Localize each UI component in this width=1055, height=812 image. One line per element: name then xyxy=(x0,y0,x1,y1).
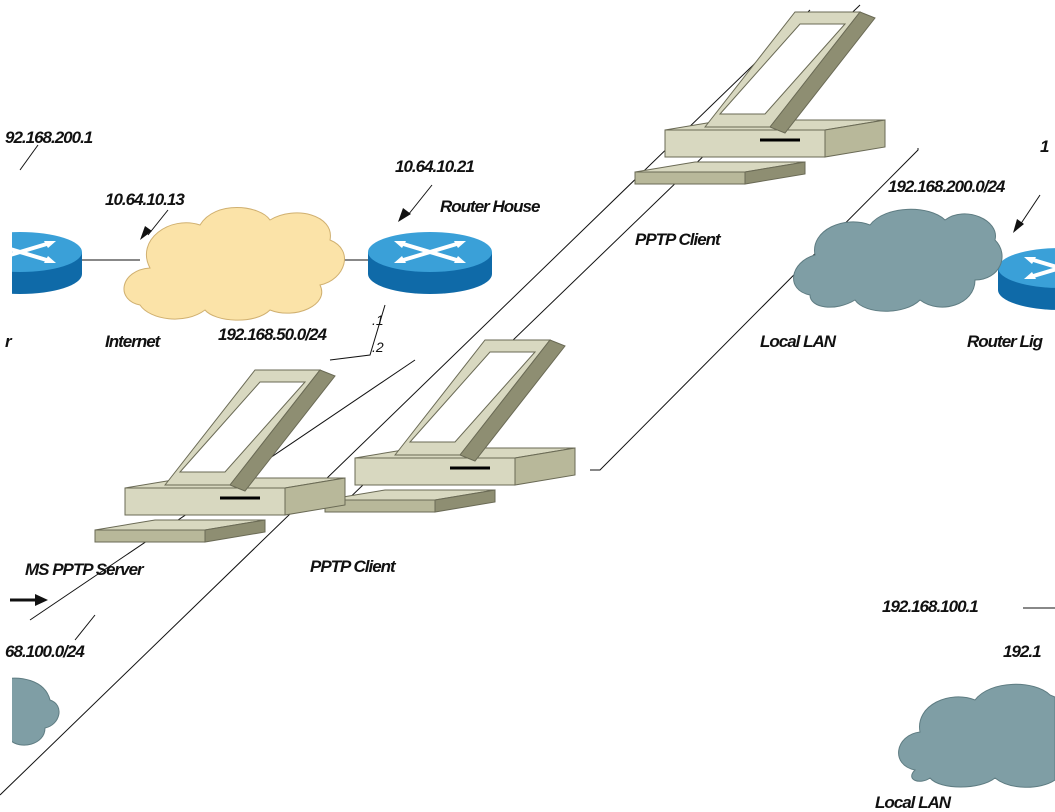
pptp-client-top-label: PPTP Client xyxy=(635,230,722,249)
local-lan-bottom-cloud-icon xyxy=(899,684,1055,787)
ip-left-wan-label: 10.64.10.13 xyxy=(105,190,185,209)
local-lan-right-label: Local LAN xyxy=(760,332,837,351)
subnet-right-label: 192.168.200.0/24 xyxy=(888,177,1006,196)
local-lan-cloud-icon xyxy=(794,209,1002,311)
pptp-client-mid-label: PPTP Client xyxy=(310,557,397,576)
ip-right-lower-label: 192.1 xyxy=(1003,642,1041,661)
local-lan-bottom-label: Local LAN xyxy=(875,793,952,812)
ip-192-168-100-1-label: 192.168.100.1 xyxy=(882,597,978,616)
ms-pptp-server-label: MS PPTP Server xyxy=(25,560,145,579)
router-light-label: Router Lig xyxy=(967,332,1044,351)
router-light-icon xyxy=(998,248,1055,310)
subnet-house-lan-label: 192.168.50.0/24 xyxy=(218,325,327,344)
port-2-label: .2 xyxy=(372,339,384,355)
router-left-label: r xyxy=(5,332,13,351)
subnet-left-lower-label: 68.100.0/24 xyxy=(5,642,85,661)
pc-icon-pptp-client-mid xyxy=(325,340,575,512)
router-house-label: Router House xyxy=(440,197,540,216)
pc-icon-ms-pptp-server xyxy=(95,370,345,542)
pc-icon-pptp-client-top xyxy=(635,12,885,184)
port-1-label: .1 xyxy=(372,312,384,328)
internet-label: Internet xyxy=(105,332,162,351)
ip-right-edge-label: 1 xyxy=(1040,137,1049,156)
router-house-icon xyxy=(368,232,492,294)
ip-left-router-label: 92.168.200.1 xyxy=(5,128,93,147)
ip-house-wan-label: 10.64.10.21 xyxy=(395,157,474,176)
router-icon xyxy=(0,232,82,294)
